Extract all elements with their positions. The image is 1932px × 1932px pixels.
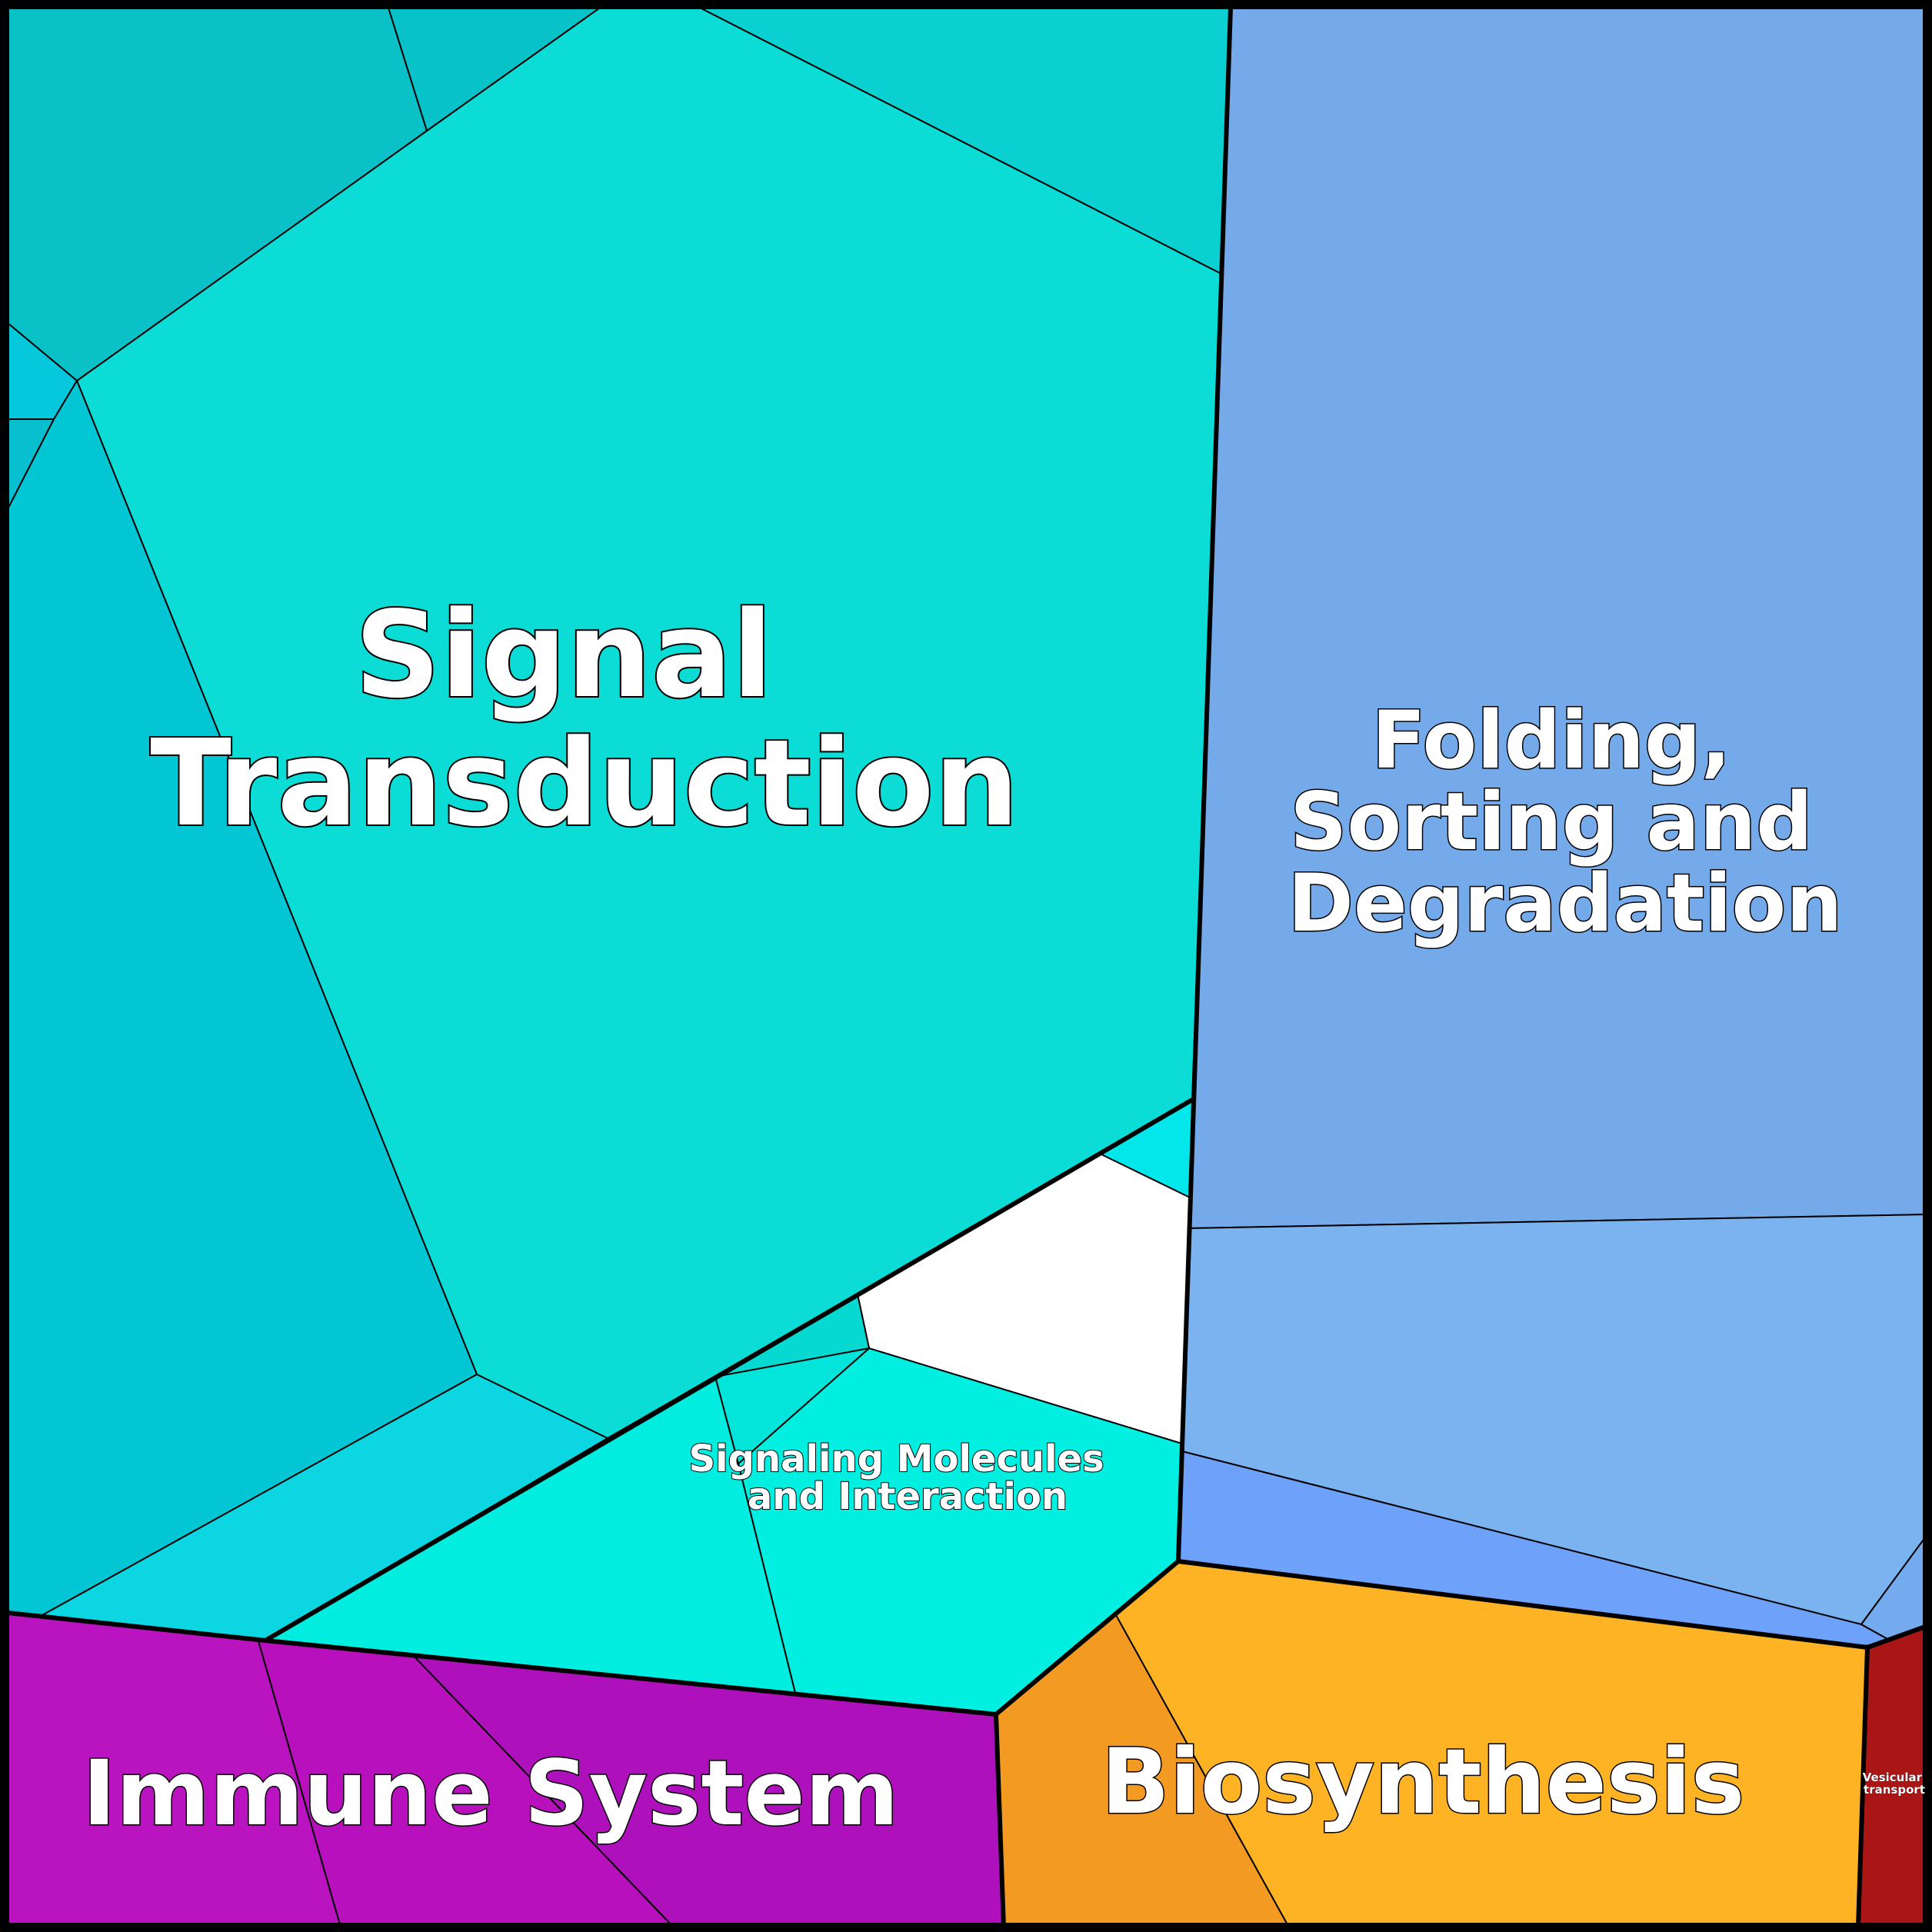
category-border-4 xyxy=(994,1712,1006,1930)
category-biosynthesis xyxy=(995,1561,1868,1928)
label-vesicular-transport: Vesicular transport xyxy=(1863,1770,1927,1797)
category-border-2 xyxy=(1176,5,1233,1564)
label-signal-transduction: Signal Transduction xyxy=(150,585,1019,853)
category-border-1 xyxy=(5,1559,1930,1717)
label-immune-line-1: Immune System xyxy=(82,1740,898,1846)
label-signaling-line-1: Signaling Molecules xyxy=(689,1437,1104,1481)
label-biosynthesis: Biosynthesis xyxy=(1101,1729,1745,1834)
cells-layer xyxy=(7,7,1928,1928)
label-signaling-line-2: and Interaction xyxy=(748,1475,1068,1518)
label-vesicular-line-1: Vesicular xyxy=(1863,1770,1923,1784)
label-folding-line-3: Degradation xyxy=(1287,858,1842,950)
label-signal-line-2: Transduction xyxy=(150,714,1019,853)
category-immune xyxy=(7,1612,1004,1928)
category-signal xyxy=(7,7,1231,1641)
cell-folding-1 xyxy=(1189,7,1928,1229)
category-borders xyxy=(5,5,1930,1930)
category-folding xyxy=(1178,7,1928,1647)
label-signal-line-1: Signal xyxy=(355,585,773,724)
label-vesicular-line-2: transport xyxy=(1864,1783,1925,1797)
label-biosynthesis-line-1: Biosynthesis xyxy=(1101,1729,1745,1834)
category-border-5 xyxy=(1856,1645,1870,1930)
label-folding-line-2: Sorting and xyxy=(1290,776,1813,868)
label-folding-sorting-degradation: Folding, Sorting and Degradation xyxy=(1287,695,1842,950)
label-signaling-molecules: Signaling Molecules and Interaction xyxy=(689,1437,1118,1518)
label-immune-system: Immune System xyxy=(82,1740,898,1846)
category-border-3 xyxy=(263,1098,1194,1643)
label-folding-line-1: Folding, xyxy=(1371,695,1730,787)
